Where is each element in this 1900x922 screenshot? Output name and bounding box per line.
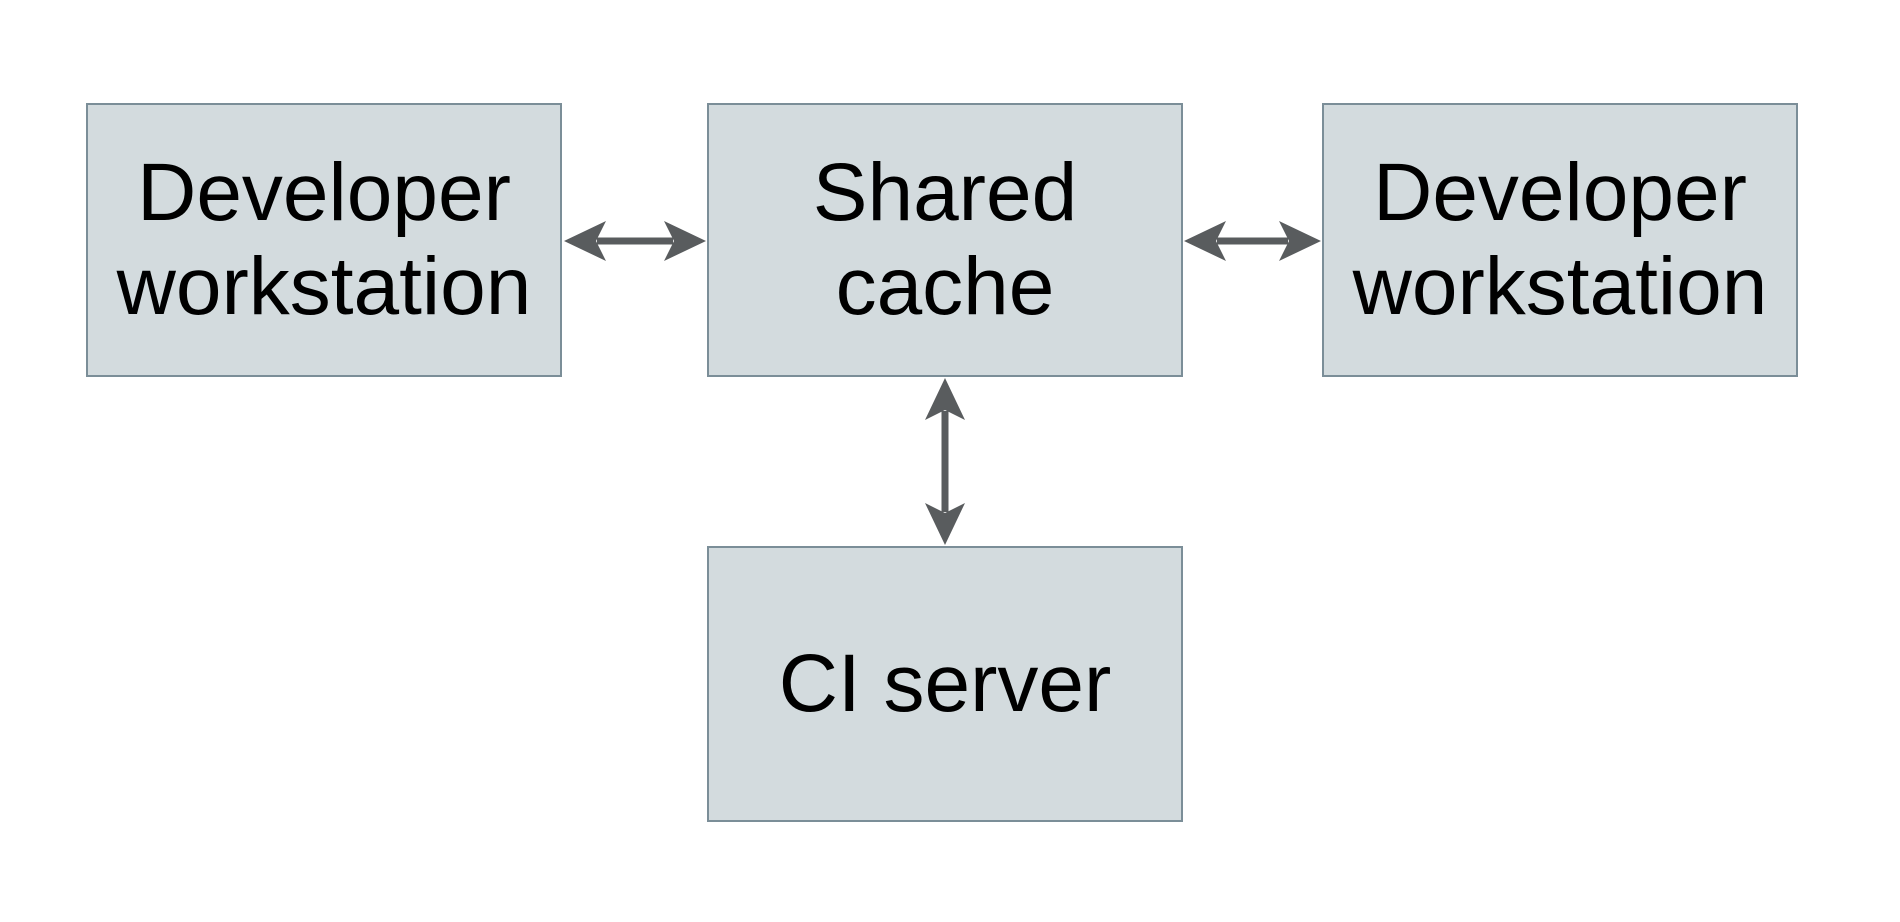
bidirectional-arrow-icon [1184, 221, 1321, 261]
node-label: Developer workstation [1352, 146, 1768, 332]
bidirectional-arrow-icon [925, 378, 965, 545]
node-ci-server: CI server [707, 546, 1183, 822]
node-developer-workstation-left: Developer workstation [86, 103, 562, 377]
node-shared-cache: Shared cache [707, 103, 1183, 377]
node-label: Shared cache [812, 146, 1078, 332]
bidirectional-arrow-icon [564, 221, 706, 261]
node-developer-workstation-right: Developer workstation [1322, 103, 1798, 377]
node-label: Developer workstation [116, 146, 532, 332]
node-label: CI server [778, 637, 1112, 729]
